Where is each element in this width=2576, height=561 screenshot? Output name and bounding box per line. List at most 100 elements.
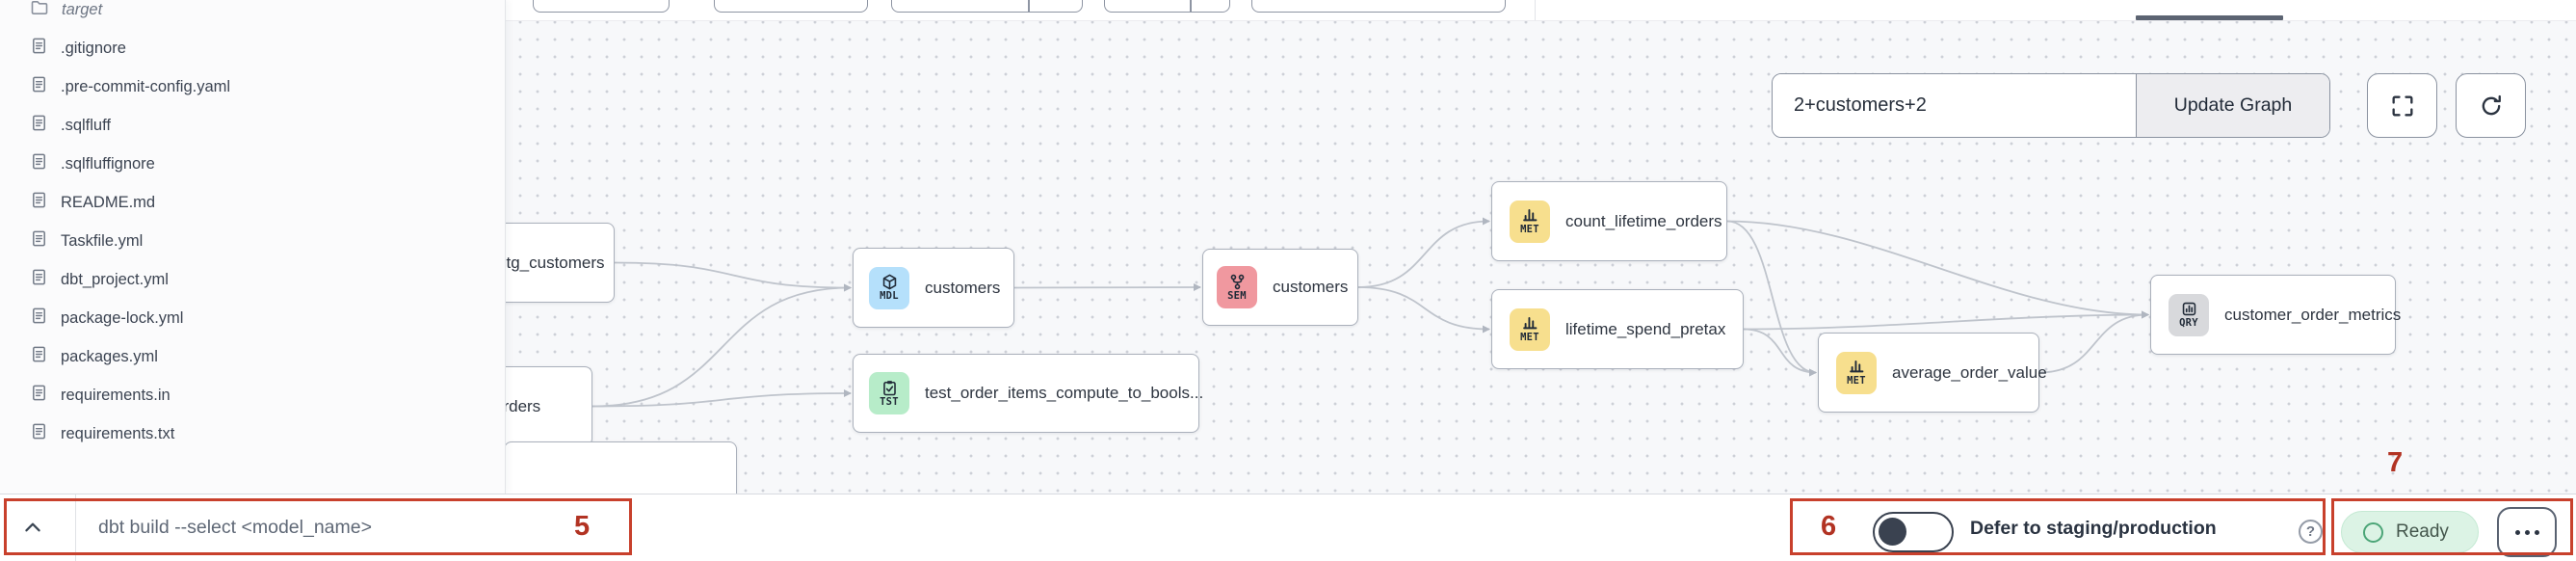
file-icon: [30, 152, 48, 175]
semantic-model-icon: SEM: [1217, 266, 1257, 308]
lineage-node-stg_customers[interactable]: stg_customers: [506, 223, 615, 303]
edge-lifetime_spend_pretax-to-customer_order_metrics: [1743, 310, 2149, 331]
file-row-taskfile-yml[interactable]: Taskfile.yml: [0, 222, 505, 260]
node-label: customer_order_metrics: [2224, 305, 2402, 324]
lineage-node-customer_order_metrics[interactable]: QRY customer_order_metrics: [2150, 275, 2401, 355]
lineage-node-lifetime_spend_pretax[interactable]: MET lifetime_spend_pretax: [1491, 289, 1744, 369]
file-label: dbt_project.yml: [61, 270, 169, 288]
file-row-package-lock-yml[interactable]: package-lock.yml: [0, 299, 505, 337]
file-icon: [30, 37, 48, 60]
query-icon: QRY: [2169, 293, 2209, 336]
edge-customers_sem-to-count_lifetime_orders: [1357, 217, 1490, 288]
file-row-requirements-txt[interactable]: requirements.txt: [0, 414, 505, 453]
file-explorer-panel: target .gitignore .pre-commit-config.yaml.…: [0, 0, 506, 494]
file-label: .gitignore: [61, 39, 126, 57]
help-icon[interactable]: ?: [2299, 520, 2323, 544]
file-icon: [30, 75, 48, 98]
toolbar-button-cut[interactable]: [1104, 0, 1230, 13]
chevron-up-icon: [25, 522, 40, 532]
file-label: requirements.txt: [61, 424, 175, 442]
node-type-code: MDL: [880, 290, 899, 303]
edge-orders-to-customers_mdl: [591, 283, 852, 408]
refresh-button[interactable]: [2456, 73, 2526, 138]
metric-icon: MET: [1510, 307, 1550, 351]
metric-icon: MET: [1510, 200, 1550, 243]
node-type-code: MET: [1520, 332, 1539, 344]
node-label: average_order_value: [1892, 362, 2047, 382]
defer-label: Defer to staging/production: [1970, 517, 2217, 539]
more-options-icon: [2514, 529, 2520, 535]
fullscreen-button[interactable]: [2367, 73, 2437, 138]
file-row-dbt-project-yml[interactable]: dbt_project.yml: [0, 260, 505, 299]
lineage-edges: [591, 217, 2149, 408]
toolbar-button-cut[interactable]: [714, 0, 868, 13]
file-icon: [30, 268, 48, 291]
lineage-node-test_order_items[interactable]: TST test_order_items_compute_to_bools...: [853, 354, 1203, 433]
file-row--gitignore[interactable]: .gitignore: [0, 29, 505, 67]
model-icon: MDL: [869, 266, 909, 309]
file-icon: [30, 422, 48, 445]
file-list: target .gitignore .pre-commit-config.yaml.…: [0, 0, 505, 453]
node-label: lifetime_spend_pretax: [1565, 319, 1726, 338]
edge-lifetime_spend_pretax-to-average_order_value: [1743, 328, 1817, 377]
toggle-knob: [1879, 518, 1906, 546]
test-icon: TST: [869, 372, 909, 414]
refresh-icon: [2482, 94, 2501, 115]
node-label: test_order_items_compute_to_bools...: [925, 384, 1204, 402]
file-row--sqlfluffignore[interactable]: .sqlfluffignore: [0, 145, 505, 183]
edge-average_order_value-to-customer_order_metrics: [2038, 310, 2149, 374]
node-type-code: MET: [1847, 375, 1866, 387]
lineage-node-cut_node[interactable]: [506, 441, 737, 494]
file-row--sqlfluff[interactable]: .sqlfluff: [0, 106, 505, 145]
node-type-code: QRY: [2179, 317, 2198, 330]
file-row-target[interactable]: target: [0, 0, 505, 29]
file-row-requirements-in[interactable]: requirements.in: [0, 376, 505, 414]
file-row-readme-md[interactable]: README.md: [0, 183, 505, 222]
metric-icon: MET: [1836, 351, 1877, 394]
toolbar-button-cut[interactable]: [1251, 0, 1506, 13]
update-graph-button[interactable]: Update Graph: [2136, 74, 2329, 137]
node-label: stg_customers: [506, 253, 605, 272]
status-ring-icon: [2363, 521, 2383, 543]
toolbar-button-cut[interactable]: [891, 0, 1083, 13]
selector-group: Update Graph: [1772, 73, 2330, 138]
more-options-button[interactable]: [2497, 507, 2557, 557]
node-type-code: TST: [880, 395, 899, 408]
file-icon: [30, 229, 48, 253]
lineage-node-average_order_value[interactable]: MET average_order_value: [1818, 333, 2047, 413]
lineage-node-count_lifetime_orders[interactable]: MET count_lifetime_orders: [1491, 181, 1727, 261]
file-label: .pre-commit-config.yaml: [61, 77, 231, 95]
collapse-panel-button[interactable]: [13, 508, 52, 547]
lineage-node-orders[interactable]: orders: [506, 366, 592, 446]
edge-count_lifetime_orders-to-average_order_value: [1726, 220, 1817, 377]
lineage-selector-input[interactable]: [1773, 74, 2136, 137]
edge-orders-to-test_order_items: [591, 389, 852, 408]
dbt-command-input[interactable]: [77, 500, 559, 554]
more-options-icon: [2524, 529, 2530, 535]
node-label: count_lifetime_orders: [1565, 211, 1722, 230]
file-icon: [30, 191, 48, 214]
active-tab-indicator: [2136, 15, 2283, 20]
bottom-command-bar: Defer to staging/production ? Ready: [0, 494, 2576, 561]
file-row--pre-commit-config-yaml[interactable]: .pre-commit-config.yaml: [0, 67, 505, 106]
node-label: customers: [925, 278, 1001, 297]
node-label: orders: [506, 396, 541, 415]
node-type-code: SEM: [1227, 289, 1247, 302]
defer-toggle[interactable]: [1873, 512, 1954, 552]
lineage-node-customers_mdl[interactable]: MDL customers: [853, 248, 1014, 328]
file-icon: [30, 345, 48, 368]
file-label: .sqlfluffignore: [61, 154, 155, 173]
file-icon: [30, 307, 48, 330]
folder-icon: [30, 0, 49, 22]
more-options-icon: [2534, 529, 2539, 535]
file-label: .sqlfluff: [61, 116, 111, 134]
status-label: Ready: [2396, 521, 2449, 542]
file-label: requirements.in: [61, 386, 171, 404]
file-row-packages-yml[interactable]: packages.yml: [0, 337, 505, 376]
status-badge[interactable]: Ready: [2341, 511, 2479, 553]
file-label: package-lock.yml: [61, 308, 184, 327]
toolbar-button-cut[interactable]: [533, 0, 670, 13]
